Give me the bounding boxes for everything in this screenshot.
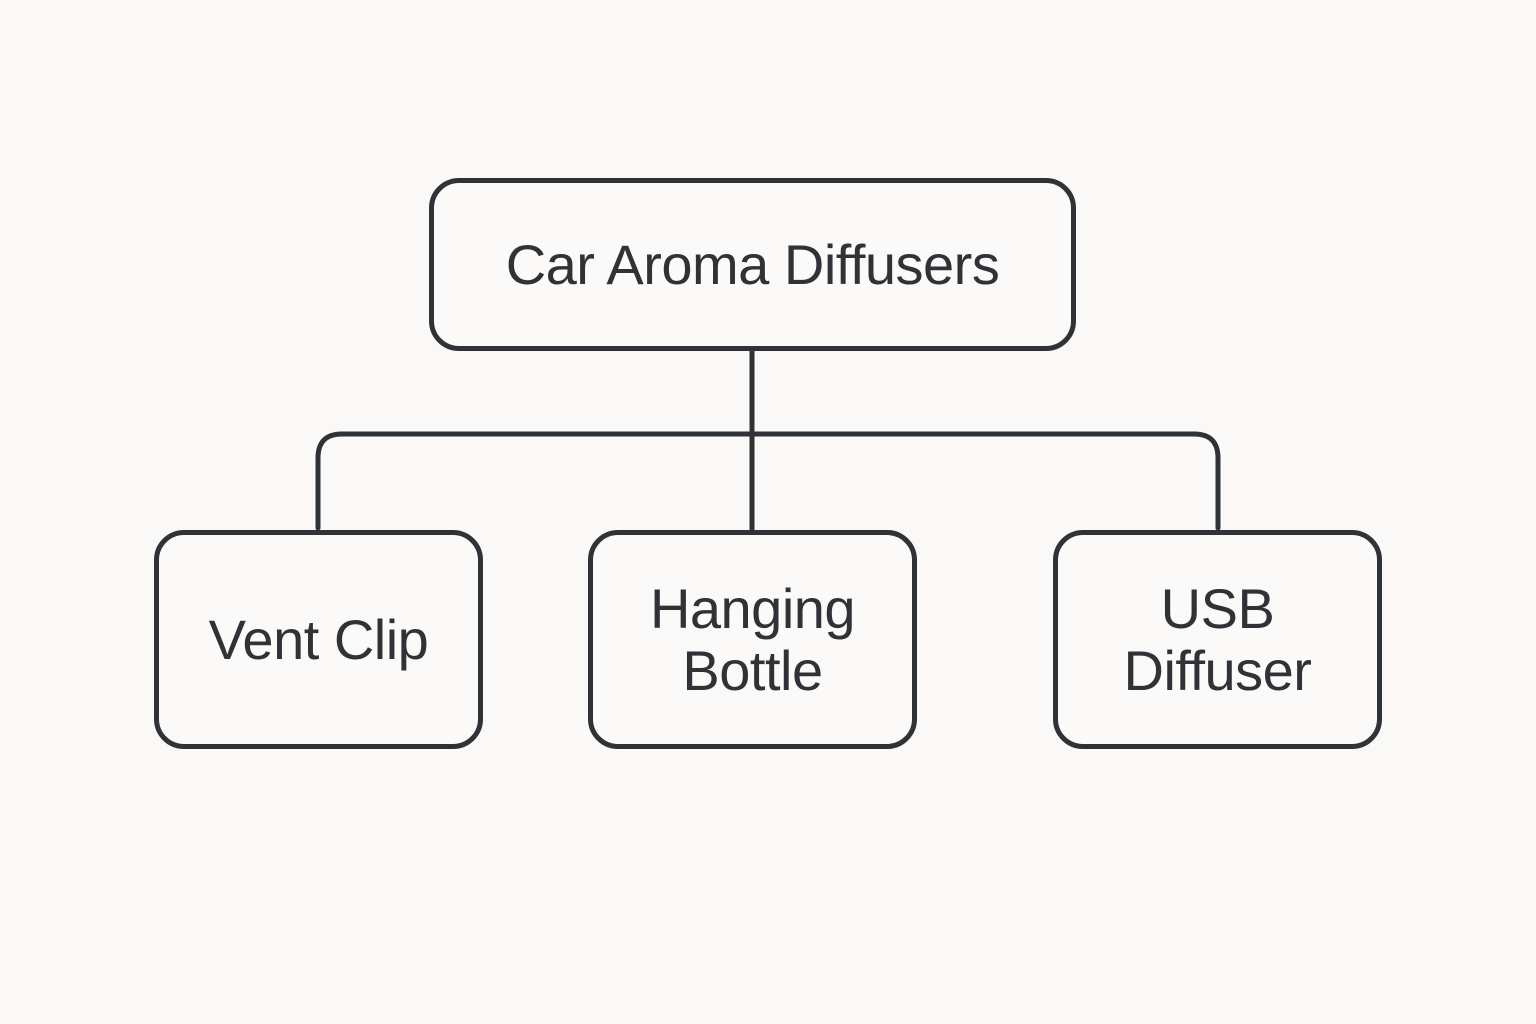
child-node-label: Vent Clip <box>208 607 429 671</box>
child-node-vent-clip: Vent Clip <box>154 530 483 749</box>
child-node-hanging-bottle: Hanging Bottle <box>588 530 917 749</box>
root-node: Car Aroma Diffusers <box>429 178 1076 351</box>
child-node-usb-diffuser: USB Diffuser <box>1053 530 1382 749</box>
connector-branch-horizontal <box>315 431 1221 531</box>
child-node-label: USB Diffuser <box>1123 576 1312 702</box>
child-node-label: Hanging Bottle <box>649 576 856 702</box>
root-node-label: Car Aroma Diffusers <box>505 232 1000 296</box>
